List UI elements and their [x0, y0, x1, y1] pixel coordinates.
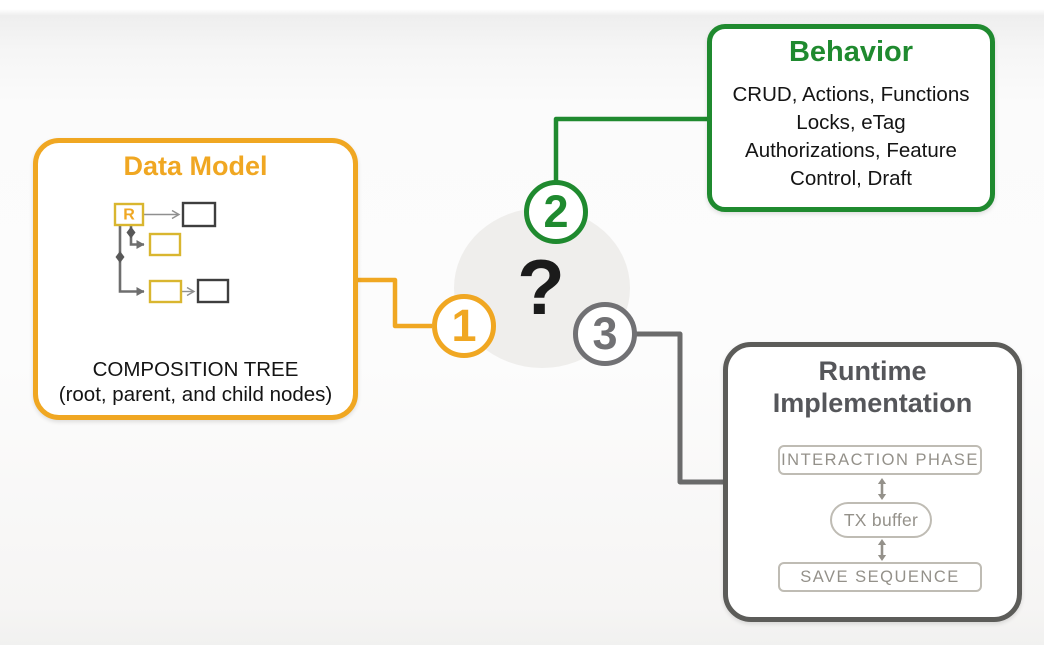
tree-node — [148, 232, 182, 257]
tree-root-label: R — [123, 207, 135, 224]
behavior-item: Control, Draft — [790, 167, 912, 190]
double-arrow-icon — [877, 478, 887, 500]
behavior-item: Locks, eTag — [796, 111, 906, 134]
tree-node — [181, 201, 217, 228]
data-model-box: Data Model R — [33, 138, 358, 420]
step-circle-2: 2 — [524, 180, 588, 244]
step-circle-1: 1 — [432, 294, 496, 358]
runtime-title-line-2: Implementation — [772, 388, 973, 418]
behavior-item: Authorizations, Feature — [745, 139, 957, 162]
data-model-title: Data Model — [123, 151, 268, 181]
question-mark: ? — [517, 243, 565, 331]
tree-node — [148, 279, 183, 304]
composition-diamond — [126, 226, 136, 239]
connector-behavior — [553, 116, 708, 182]
tree-node — [196, 278, 230, 304]
stage-save-sequence: SAVE SEQUENCE — [778, 562, 982, 592]
connector-runtime — [636, 331, 724, 485]
runtime-title: Runtime Implementation — [728, 355, 1017, 419]
behavior-title: Behavior — [788, 36, 914, 68]
composition-tree-diagram: R — [113, 201, 230, 304]
step-circle-3: 3 — [573, 302, 637, 366]
connector-data-model — [358, 277, 432, 329]
behavior-item: CRUD, Actions, Functions — [732, 83, 970, 106]
runtime-box: Runtime Implementation INTERACTION PHASE… — [723, 342, 1022, 622]
behavior-list: CRUD, Actions, Functions Locks, eTag Aut… — [712, 81, 990, 193]
caption-line-1: COMPOSITION TREE — [92, 358, 299, 381]
stage-tx-buffer: TX buffer — [830, 502, 932, 538]
composition-tree-caption: COMPOSITION TREE (root, parent, and chil… — [38, 357, 353, 407]
composition-diamond — [115, 251, 125, 263]
runtime-title-line-1: Runtime — [818, 356, 927, 386]
caption-line-2: (root, parent, and child nodes) — [58, 383, 333, 406]
stage-interaction-phase: INTERACTION PHASE — [778, 445, 982, 475]
tree-root-node — [113, 202, 145, 227]
behavior-box: Behavior CRUD, Actions, Functions Locks,… — [707, 24, 995, 212]
double-arrow-icon — [877, 539, 887, 561]
